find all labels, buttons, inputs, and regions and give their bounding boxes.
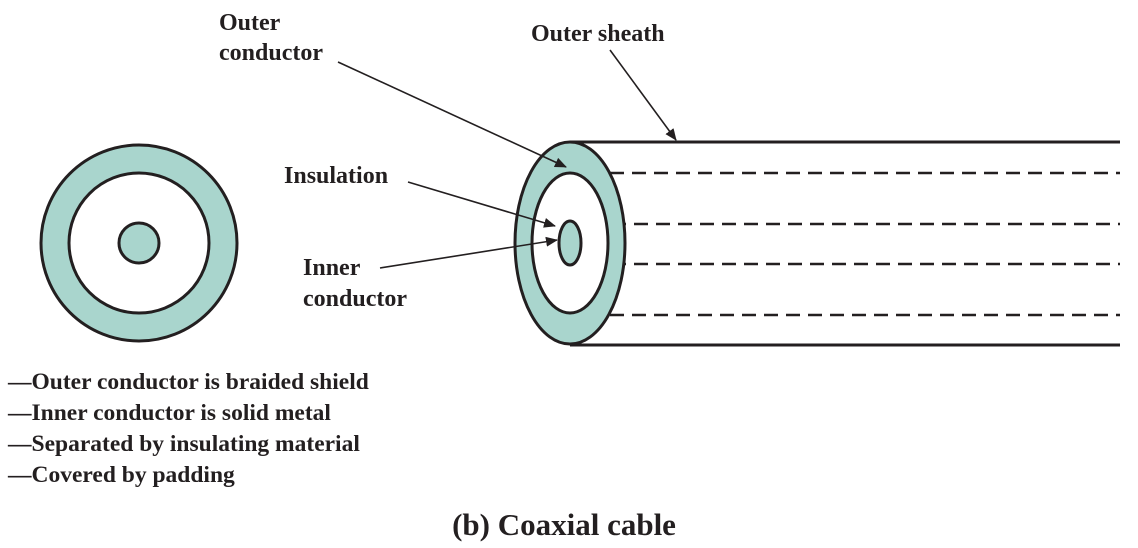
- cross-section-view: [39, 143, 239, 343]
- label-insulation: Insulation: [284, 163, 388, 189]
- note-item: —Separated by insulating material: [8, 431, 360, 457]
- label-outer-conductor: Outer conductor: [219, 10, 323, 66]
- leader-inner-conductor: [379, 236, 558, 269]
- leader-outer-sheath: [609, 49, 677, 141]
- cable-side-view: [513, 140, 1120, 347]
- note-item: —Covered by padding: [8, 462, 235, 488]
- cross-section-inner-conductor: [117, 221, 161, 265]
- leader-outer-conductor: [337, 61, 567, 168]
- note-item: —Outer conductor is braided shield: [8, 369, 369, 395]
- leader-lines: [337, 49, 677, 269]
- cable-notes-list: —Outer conductor is braided shield —Inne…: [8, 367, 369, 491]
- label-outer-sheath: Outer sheath: [531, 21, 665, 47]
- figure-caption: (b) Coaxial cable: [452, 507, 676, 542]
- note-item: —Inner conductor is solid metal: [8, 400, 331, 426]
- label-inner-conductor: Inner conductor: [303, 255, 407, 312]
- leader-insulation: [407, 181, 556, 228]
- end-face-inner-conductor: [557, 219, 583, 267]
